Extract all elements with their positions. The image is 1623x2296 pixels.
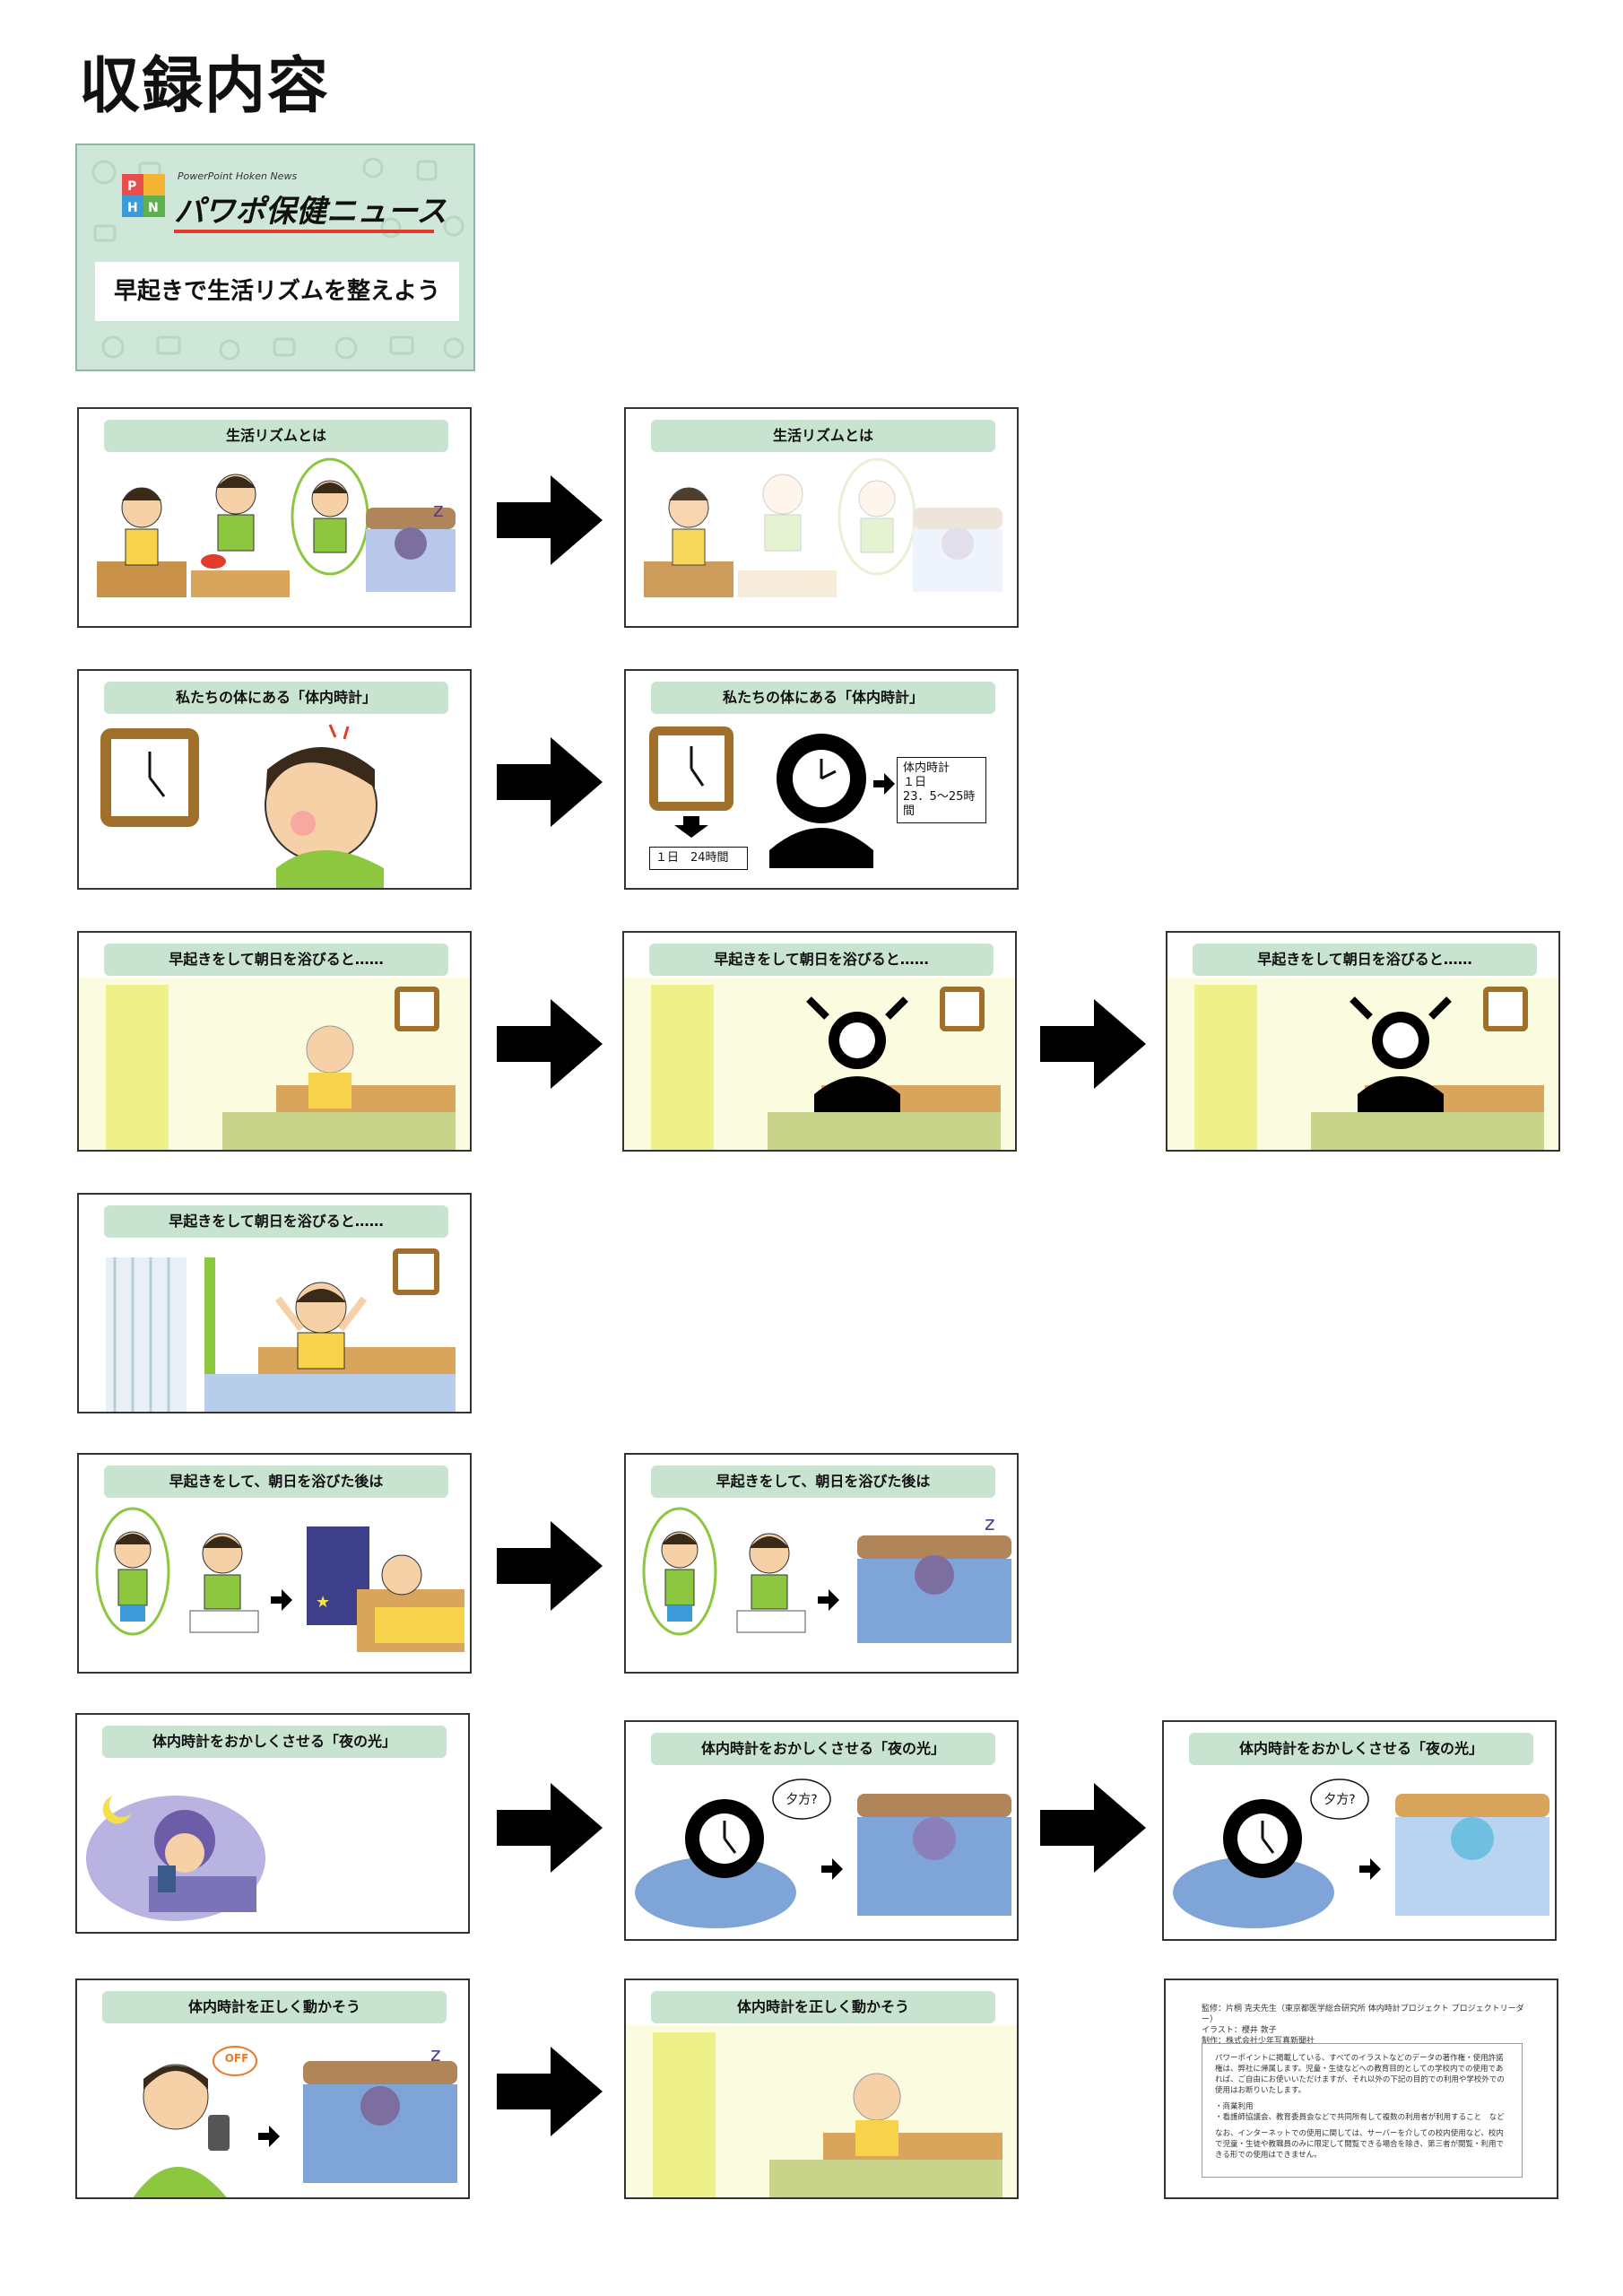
slide-title: 体内時計をおかしくさせる「夜の光」 (102, 1726, 447, 1758)
slide-title: 早起きをして朝日を浴びると…… (104, 944, 448, 976)
slide-6[interactable]: 早起きをして朝日を浴びると…… (622, 931, 1017, 1152)
slide-title: 早起きをして、朝日を浴びた後は (651, 1465, 995, 1498)
slide-8[interactable]: 早起きをして朝日を浴びると…… (77, 1193, 472, 1413)
slide-credits[interactable]: 監修：片桐 克夫先生（東京都医学総合研究所 体内時計プロジェクト プロジェクトリ… (1164, 1979, 1558, 2199)
svg-text:★: ★ (316, 1593, 330, 1612)
cover-logo-sub: PowerPoint Hoken News (178, 170, 298, 182)
slide-title: 早起きをして朝日を浴びると…… (1193, 944, 1537, 976)
arrow-right-icon (497, 1783, 603, 1873)
slide-illustration (1167, 978, 1558, 1150)
arrow-right-icon (497, 475, 603, 565)
credits-box: パワーポイントに掲載している、すべてのイラストなどのデータの著作権・使用許諾権は… (1202, 2043, 1523, 2178)
slide-title: 体内時計を正しく動かそう (651, 1991, 995, 2023)
cover-logo: パワポ保健ニュース (174, 194, 447, 230)
off-label: OFF (224, 2052, 249, 2065)
slide-title: 早起きをして、朝日を浴びた後は (104, 1465, 448, 1498)
cover-slide[interactable]: P H N PowerPoint Hoken News パワポ保健ニュース 早起… (75, 144, 475, 371)
cover-subtitle: 早起きで生活リズムを整えよう (95, 262, 459, 321)
slide-illustration (649, 726, 895, 868)
arrow-right-icon (497, 1521, 603, 1611)
slide-title: 体内時計をおかしくさせる「夜の光」 (1189, 1733, 1533, 1765)
slide-7[interactable]: 早起きをして朝日を浴びると…… (1166, 931, 1560, 1152)
slide-illustration (100, 724, 384, 888)
slide-illustration (624, 978, 1015, 1150)
slide-illustration (1173, 1779, 1549, 1928)
slide-title: 生活リズムとは (104, 420, 448, 452)
slide-12[interactable]: 体内時計をおかしくさせる「夜の光」 夕方? (624, 1720, 1019, 1941)
credits-paragraph: ・看護師協議会、教育委員会などで共同所有して複数の利用者が利用すること など (1215, 2113, 1505, 2122)
speech-bubble: 夕方? (785, 1793, 818, 1807)
slide-2[interactable]: 生活リズムとは (624, 407, 1019, 628)
svg-text:z: z (430, 2044, 441, 2066)
slide-illustration (79, 978, 470, 1150)
slide-illustration (635, 1779, 1011, 1928)
logo-underline (174, 230, 434, 233)
body-clock-label-line: １日 (903, 776, 927, 789)
slide-title: 私たちの体にある「体内時計」 (104, 682, 448, 714)
slide-illustration: z (97, 457, 456, 597)
slide-15[interactable]: 体内時計を正しく動かそう (624, 1979, 1019, 2199)
credits-lines: 監修：片桐 克夫先生（東京都医学総合研究所 体内時計プロジェクト プロジェクトリ… (1202, 2004, 1533, 2047)
slide-5[interactable]: 早起きをして朝日を浴びると…… (77, 931, 472, 1152)
body-clock-label: 体内時計 １日 23．5〜25時間 (897, 757, 986, 823)
credits-line: イラスト：櫻井 敦子 (1202, 2026, 1277, 2035)
slide-title: 早起きをして朝日を浴びると…… (649, 944, 994, 976)
slide-illustration (106, 1248, 456, 1412)
slide-11[interactable]: 体内時計をおかしくさせる「夜の光」 (75, 1713, 470, 1934)
arrow-right-icon (497, 737, 603, 827)
slide-illustration: z (133, 2044, 457, 2197)
logo-cube-icon: P H N (122, 174, 165, 217)
slide-title: 私たちの体にある「体内時計」 (651, 682, 995, 714)
slide-14[interactable]: 体内時計を正しく動かそう z OFF (75, 1979, 470, 2199)
slide-13[interactable]: 体内時計をおかしくさせる「夜の光」 夕方? (1162, 1720, 1557, 1941)
credits-line: 監修：片桐 克夫先生（東京都医学総合研究所 体内時計プロジェクト プロジェクトリ… (1202, 2005, 1524, 2024)
slide-title: 生活リズムとは (651, 420, 995, 452)
slide-illustration (626, 2025, 1017, 2197)
arrow-right-icon (1040, 1783, 1146, 1873)
svg-text:N: N (148, 201, 159, 215)
speech-bubble: 夕方? (1324, 1793, 1356, 1807)
arrow-right-icon (1040, 999, 1146, 1089)
svg-text:z: z (433, 500, 444, 522)
slide-title: 体内時計をおかしくさせる「夜の光」 (651, 1733, 995, 1765)
cover-pattern (91, 157, 464, 361)
body-clock-label-line: 体内時計 (903, 761, 950, 775)
slide-1[interactable]: 生活リズムとは z (77, 407, 472, 628)
svg-text:H: H (127, 201, 138, 215)
body-clock-label-line: 23．5〜25時間 (903, 790, 976, 818)
slide-10[interactable]: 早起きをして、朝日を浴びた後は z (624, 1453, 1019, 1674)
slide-illustration: ★ (95, 1507, 464, 1652)
credits-paragraph: ・商業利用 (1215, 2102, 1254, 2111)
slide-9[interactable]: 早起きをして、朝日を浴びた後は ★ (77, 1453, 472, 1674)
arrow-right-icon (497, 999, 603, 1089)
credits-paragraph: パワーポイントに掲載している、すべてのイラストなどのデータの著作権・使用許諾権は… (1215, 2054, 1505, 2095)
page-title: 収録内容 (79, 51, 331, 122)
slide-4[interactable]: 私たちの体にある「体内時計」 １日 24時間 体内時計 １日 23．5〜25時間 (624, 669, 1019, 890)
credits-line: 制作：株式会社少年写真新聞社 (1202, 2037, 1315, 2046)
day-length-label: １日 24時間 (649, 847, 748, 870)
slide-3[interactable]: 私たちの体にある「体内時計」 (77, 669, 472, 890)
slide-illustration: z (642, 1507, 1011, 1643)
slide-title: 早起きをして朝日を浴びると…… (104, 1205, 448, 1238)
slide-title: 体内時計を正しく動かそう (102, 1991, 447, 2023)
svg-text:z: z (985, 1513, 995, 1535)
slide-illustration (86, 1796, 265, 1921)
svg-text:P: P (127, 179, 136, 194)
credits-paragraph: なお、インターネットでの使用に関しては、サーバーを介しての校内使用など、校内で児… (1215, 2129, 1504, 2160)
slide-illustration (644, 457, 1002, 597)
arrow-right-icon (497, 2047, 603, 2136)
